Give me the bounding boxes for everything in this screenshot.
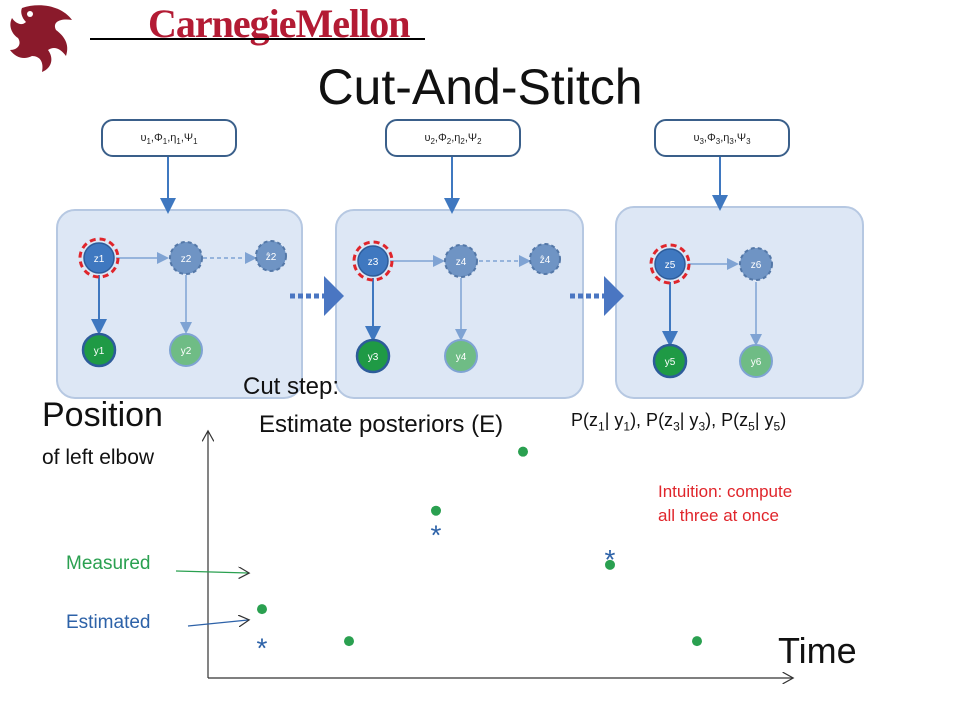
node-z6: z6: [739, 247, 773, 281]
measured-point-5: [605, 559, 615, 570]
node-y3-label: y3: [368, 352, 379, 363]
y-axis-sublabel: of left elbow: [42, 446, 155, 469]
node-z5-label: z5: [665, 260, 676, 271]
node-z4-label: z4: [456, 257, 467, 268]
param-box-3: υ3,Φ3,η3,Ψ3: [654, 119, 790, 157]
segment-panel-3: [615, 206, 864, 399]
y-axis-label: Position: [42, 396, 163, 434]
measured-point-4: [518, 446, 528, 457]
node-y2-label: y2: [181, 346, 192, 357]
estimated-point-2: *: [431, 519, 442, 550]
measured-point-3: [431, 505, 441, 516]
estimated-point-1: *: [257, 633, 268, 664]
node-y1-label: y1: [94, 346, 105, 357]
legend-estimated: Estimated: [66, 612, 151, 633]
node-y1: y1: [81, 332, 117, 368]
cut-step-line1: Cut step:: [243, 373, 340, 400]
x-axis-label: Time: [778, 630, 857, 671]
measured-point-2: [344, 636, 354, 647]
measured-series: [257, 446, 702, 647]
intuition-note: Intuition: compute all three at once: [658, 480, 858, 528]
cut-step-caption: Cut step: Estimate posteriors (E): [243, 368, 503, 444]
dragon-logo-icon: [10, 5, 72, 72]
param-box-1: υ1,Φ1,η1,Ψ1: [101, 119, 237, 157]
estimated-series: * * *: [257, 519, 616, 663]
estimated-point-3: *: [605, 544, 616, 575]
node-z5: z5: [649, 243, 691, 285]
param-box-1-label: υ1,Φ1,η1,Ψ1: [140, 132, 198, 147]
intuition-line2: all three at once: [658, 506, 779, 525]
measured-pointer: [175, 571, 248, 573]
node-z2-hat-label: ẑ2: [266, 252, 277, 263]
node-y4-label: y4: [456, 352, 467, 363]
node-y6-label: y6: [751, 357, 762, 368]
node-z4-hat-label: ẑ4: [540, 255, 551, 266]
measured-point-1: [257, 604, 267, 615]
param-box-2: υ2,Φ2,η2,Ψ2: [385, 119, 521, 157]
cut-step-line2: Estimate posteriors (E): [259, 411, 504, 438]
posteriors-text: P(z1| y1), P(z3| y3), P(z5| y5): [571, 410, 787, 434]
logo-rule: [90, 38, 425, 40]
node-y5-label: y5: [665, 357, 676, 368]
param-box-2-label: υ2,Φ2,η2,Ψ2: [424, 132, 482, 147]
intuition-line1: Intuition: compute: [658, 482, 793, 501]
node-z2-hat: ẑ2: [255, 240, 287, 272]
node-z1-label: z1: [94, 254, 105, 265]
node-z2-label: z2: [181, 254, 192, 265]
node-z3-label: z3: [368, 257, 379, 268]
page-title: Cut-And-Stitch: [317, 59, 643, 115]
node-z6-label: z6: [751, 260, 762, 271]
node-y2: y2: [169, 333, 203, 367]
param-box-3-label: υ3,Φ3,η3,Ψ3: [693, 132, 751, 147]
legend-measured: Measured: [66, 553, 151, 574]
measured-point-6: [692, 636, 702, 647]
node-z4-hat: ẑ4: [529, 243, 561, 275]
node-z1: z1: [78, 237, 120, 279]
node-y3: y3: [355, 338, 391, 374]
node-y6: y6: [739, 344, 773, 378]
node-y5: y5: [652, 343, 688, 379]
segment-panel-1: [56, 209, 303, 399]
node-y4: y4: [444, 339, 478, 373]
estimated-pointer: [187, 620, 248, 626]
node-z2: z2: [169, 241, 203, 275]
node-z3: z3: [352, 240, 394, 282]
node-z4: z4: [444, 244, 478, 278]
